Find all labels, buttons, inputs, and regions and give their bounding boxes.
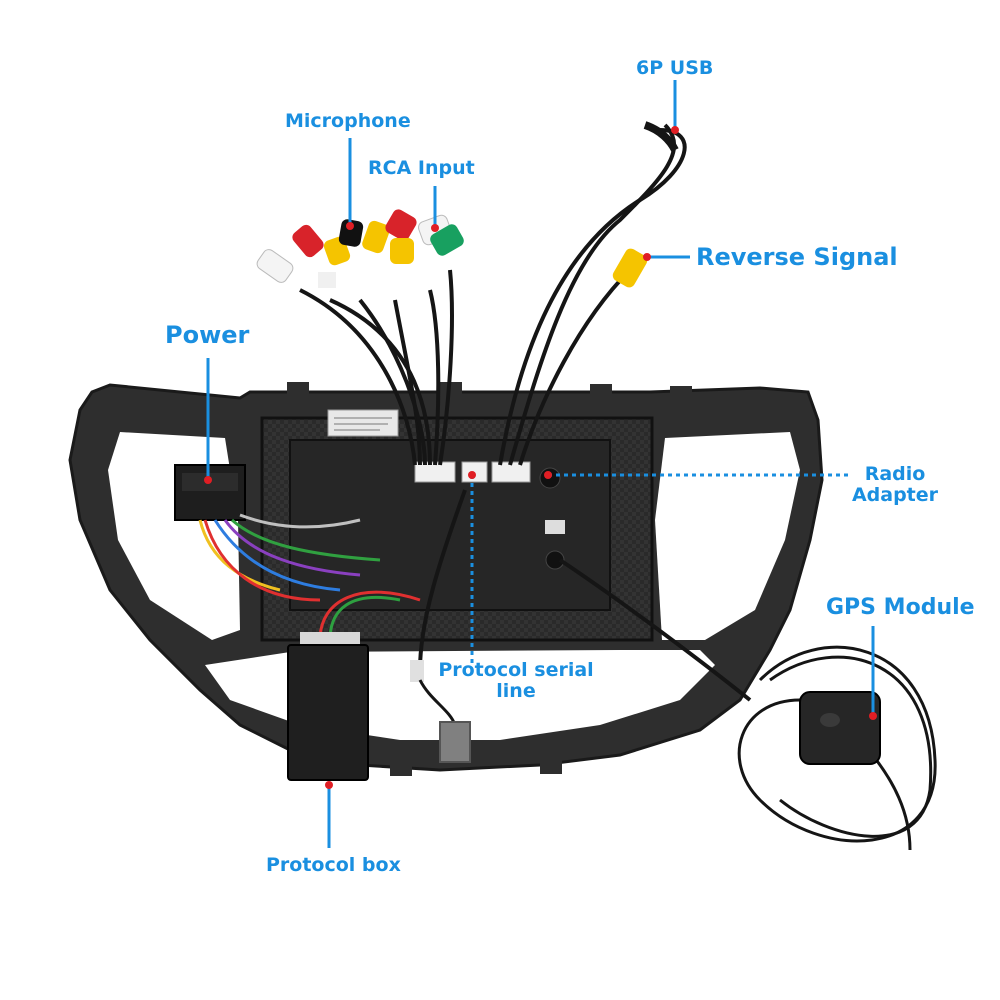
leader-lines: [206, 80, 875, 848]
rca-plug-green: [430, 224, 464, 256]
rca-plug-white-left: [256, 249, 294, 283]
usb-dot: [671, 126, 679, 134]
sticker-label: [327, 409, 399, 437]
reverse-dot: [643, 253, 651, 261]
gps-module-label: GPS Module: [826, 595, 975, 620]
radio-adapter-label-line2: Adapter: [851, 483, 939, 506]
serial-dot: [468, 471, 476, 479]
reverse-signal-cable: [518, 248, 648, 466]
rca-dot: [431, 224, 439, 232]
protocol-box-dot: [325, 781, 333, 789]
gps-module-puck: [799, 691, 881, 765]
small-sticker: [545, 520, 565, 534]
usb-cable: [498, 121, 687, 466]
protocol-serial-line-label-line2: line: [496, 679, 536, 702]
serial-line-connector: [410, 489, 471, 763]
rca-plug-white-mid: [318, 272, 336, 288]
microphone-dot: [346, 222, 354, 230]
protocol-serial-line-label-line1: Protocol serial: [438, 659, 594, 681]
power-connector: [174, 464, 381, 602]
radio-dot: [544, 471, 552, 479]
rca-plug-yellow-2: [362, 220, 390, 254]
marker-dots: [204, 126, 877, 789]
rca-input-label: RCA Input: [368, 157, 475, 179]
radio-adapter-label: Radio Adapter: [850, 464, 940, 506]
gps-cable: [558, 558, 937, 851]
rca-plug-red-1: [292, 224, 324, 258]
rca-plug-yellow-3: [390, 238, 414, 264]
rca-plug-red-2: [385, 209, 417, 241]
gps-dot: [869, 712, 877, 720]
power-dot: [204, 476, 212, 484]
rca-plug-black-mic: [338, 219, 364, 247]
microphone-label: Microphone: [285, 110, 411, 132]
rca-cables: [256, 209, 464, 466]
power-label: Power: [165, 321, 250, 349]
protocol-box-label: Protocol box: [266, 854, 401, 876]
reverse-signal-label: Reverse Signal: [696, 243, 898, 271]
head-unit-back: [260, 409, 654, 642]
radio-adapter-label-line1: Radio: [864, 463, 926, 485]
usb-label: 6P USB: [636, 57, 714, 79]
protocol-box: [287, 590, 421, 781]
protocol-serial-line-label: Protocol serial line: [436, 660, 596, 702]
